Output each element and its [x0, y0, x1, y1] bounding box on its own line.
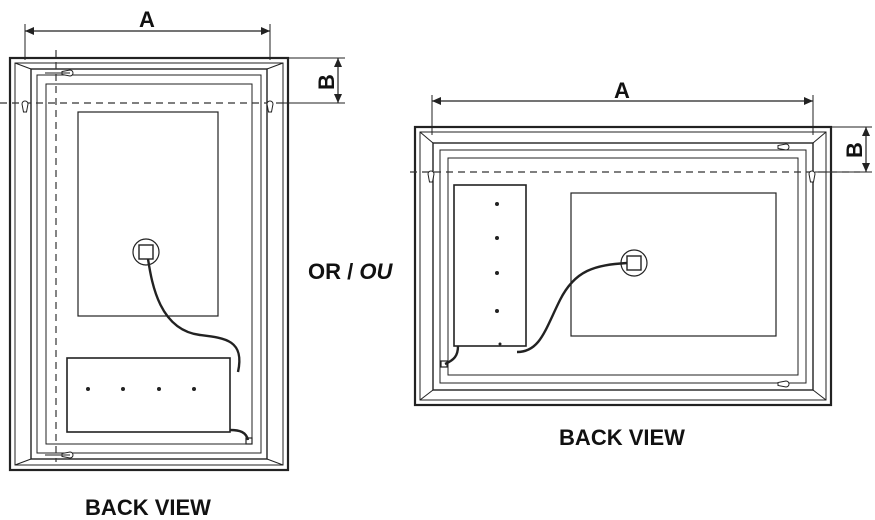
- keyhole-hanger-icon: [777, 143, 790, 151]
- dimension-a-label: A: [614, 78, 630, 103]
- or-word: OR /: [308, 259, 360, 284]
- keyhole-hanger-icon: [266, 100, 274, 113]
- outer-frame: [413, 125, 833, 407]
- keyhole-hanger-icon: [427, 170, 435, 183]
- keyhole-hanger-icon: [21, 100, 29, 113]
- landscape-mirror-view: A B: [410, 78, 872, 450]
- light-panel: [77, 111, 219, 317]
- dimension-a-label: A: [139, 7, 155, 32]
- keyhole-hanger-icon: [777, 380, 790, 388]
- driver-box: [453, 184, 527, 347]
- or-separator: OR / OU: [308, 259, 392, 285]
- light-panel: [570, 192, 777, 337]
- driver-box: [66, 357, 231, 433]
- dimension-b-label: B: [314, 74, 339, 90]
- dimension-b-label: B: [842, 142, 867, 158]
- portrait-mirror-view: A B: [0, 7, 345, 520]
- junction-box-icon: [132, 238, 160, 266]
- power-cable: [146, 258, 241, 373]
- back-view-caption-right: BACK VIEW: [559, 425, 685, 450]
- ou-word: OU: [359, 259, 393, 284]
- keyhole-hanger-icon: [808, 170, 816, 183]
- power-cable: [516, 261, 628, 354]
- back-view-caption-left: BACK VIEW: [85, 495, 211, 520]
- outer-frame: [8, 56, 290, 472]
